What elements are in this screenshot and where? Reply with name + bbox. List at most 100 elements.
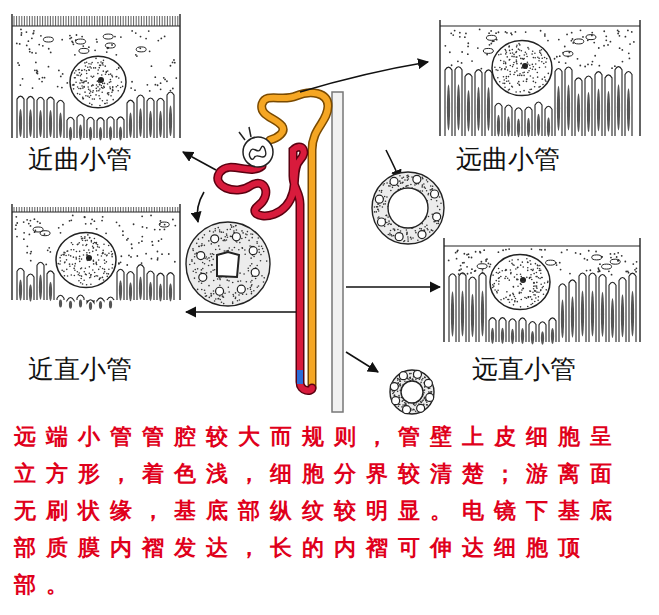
brush-border	[146, 207, 147, 212]
stipple-dot	[428, 193, 430, 195]
stipple-dot	[89, 237, 91, 239]
stipple-dot	[206, 258, 208, 260]
stipple-dot	[90, 274, 92, 276]
stipple-dot	[513, 62, 515, 64]
stipple-dot	[589, 269, 591, 271]
stipple-dot	[23, 238, 25, 240]
stipple-dot	[97, 275, 99, 277]
stipple-dot	[223, 250, 225, 252]
stipple-dot	[619, 35, 621, 37]
stipple-dot	[515, 91, 517, 93]
basal-infolding	[37, 97, 44, 138]
mitochondrion	[99, 127, 102, 141]
stipple-dot	[624, 261, 626, 263]
stipple-dot	[517, 75, 519, 77]
stipple-dot	[164, 224, 166, 226]
stipple-dot	[117, 85, 119, 87]
stipple-dot	[542, 84, 544, 86]
stipple-dot	[112, 99, 114, 101]
brush-border	[154, 16, 155, 26]
stipple-dot	[594, 55, 596, 57]
stipple-dot	[86, 252, 88, 254]
arrow	[197, 192, 204, 222]
stipple-dot	[449, 51, 451, 53]
stipple-dot	[194, 256, 196, 258]
stipple-dot	[63, 271, 65, 273]
stipple-dot	[498, 251, 500, 253]
stipple-dot	[516, 59, 518, 61]
stipple-dot	[194, 253, 196, 255]
stipple-dot	[516, 44, 518, 46]
stipple-dot	[250, 233, 252, 235]
stipple-dot	[157, 251, 159, 253]
stipple-dot	[237, 281, 239, 283]
stipple-dot	[140, 36, 142, 38]
stipple-dot	[160, 38, 162, 40]
stipple-dot	[263, 277, 265, 279]
cell-nucleus	[431, 190, 439, 198]
stipple-dot	[509, 295, 511, 297]
stipple-dot	[77, 271, 79, 273]
lumen	[388, 188, 428, 228]
stipple-dot	[426, 404, 428, 406]
stipple-dot	[245, 233, 247, 235]
stipple-dot	[161, 238, 163, 240]
stipple-dot	[86, 254, 88, 256]
basal-infolding	[625, 71, 632, 136]
stipple-dot	[71, 274, 73, 276]
basal-infolding	[569, 280, 576, 342]
stipple-dot	[592, 61, 594, 63]
stipple-dot	[527, 306, 529, 308]
stipple-dot	[210, 295, 212, 297]
stipple-dot	[91, 62, 93, 64]
stipple-dot	[74, 263, 76, 265]
stipple-dot	[527, 270, 529, 272]
stipple-dot	[154, 76, 156, 78]
stipple-dot	[102, 83, 104, 85]
afferent-vessels	[239, 127, 251, 140]
stipple-dot	[544, 249, 546, 251]
stipple-dot	[544, 33, 546, 35]
brush-border	[131, 16, 132, 26]
stipple-dot	[83, 280, 85, 282]
stipple-dot	[120, 87, 122, 89]
stipple-dot	[96, 228, 98, 230]
stipple-dot	[110, 95, 112, 97]
basal-infolding	[107, 297, 114, 300]
stipple-dot	[386, 215, 388, 217]
tubule-wall	[186, 222, 270, 306]
stipple-dot	[102, 276, 104, 278]
stipple-dot	[635, 271, 637, 273]
stipple-dot	[492, 284, 494, 286]
stipple-dot	[520, 284, 522, 286]
stipple-dot	[102, 253, 104, 255]
stipple-dot	[461, 51, 463, 53]
mitochondrion	[487, 87, 490, 131]
stipple-dot	[513, 304, 515, 306]
stipple-dot	[85, 267, 87, 269]
stipple-dot	[525, 52, 527, 54]
stipple-dot	[73, 268, 75, 270]
cell-nucleus	[418, 231, 426, 239]
stipple-dot	[242, 294, 244, 296]
stipple-dot	[565, 62, 567, 64]
stipple-dot	[38, 44, 40, 46]
stipple-dot	[500, 299, 502, 301]
stipple-dot	[88, 69, 90, 71]
stipple-dot	[520, 306, 522, 308]
brush-border	[19, 16, 20, 26]
stipple-dot	[515, 268, 517, 270]
stipple-dot	[480, 68, 482, 70]
stipple-dot	[405, 186, 407, 188]
mitochondrion	[602, 264, 612, 269]
stipple-dot	[214, 228, 216, 230]
stipple-dot	[493, 285, 495, 287]
basal-infolding	[137, 95, 144, 138]
brush-border	[84, 16, 85, 26]
stipple-dot	[89, 277, 91, 279]
stipple-dot	[202, 237, 204, 239]
stipple-dot	[256, 241, 258, 243]
stipple-dot	[531, 248, 533, 250]
stipple-dot	[512, 66, 514, 68]
stipple-dot	[93, 243, 95, 245]
